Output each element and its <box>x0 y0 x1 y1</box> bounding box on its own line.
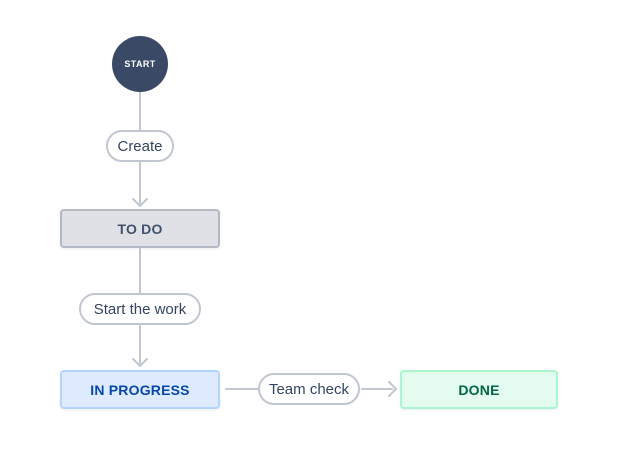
status-done-label: DONE <box>458 381 500 398</box>
transition-create[interactable]: Create <box>106 130 174 162</box>
transition-start-the-work[interactable]: Start the work <box>79 293 201 325</box>
transition-team-check-label: Team check <box>268 380 350 398</box>
status-in-progress[interactable]: IN PROGRESS <box>60 370 220 409</box>
arrowhead-into-inprogress <box>132 358 148 367</box>
status-todo-label: TO DO <box>117 220 163 237</box>
status-done[interactable]: DONE <box>400 370 558 409</box>
start-node-label: START <box>124 59 156 69</box>
arrowhead-into-todo <box>132 198 148 207</box>
transition-team-check[interactable]: Team check <box>258 373 360 405</box>
start-node[interactable]: START <box>112 36 168 92</box>
transition-start-the-work-label: Start the work <box>93 300 187 318</box>
arrowhead-into-done <box>388 381 397 397</box>
transition-create-label: Create <box>117 137 163 155</box>
status-in-progress-label: IN PROGRESS <box>90 381 190 398</box>
status-todo[interactable]: TO DO <box>60 209 220 248</box>
